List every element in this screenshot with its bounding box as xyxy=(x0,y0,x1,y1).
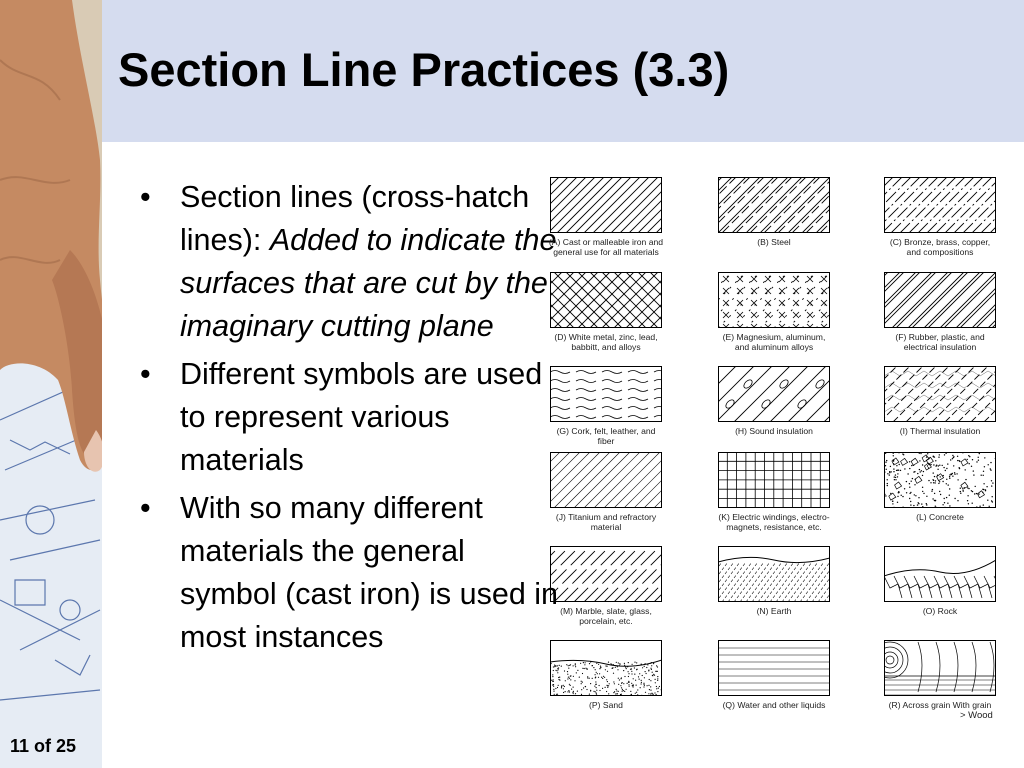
material-symbol-diag: (A) Cast or malleable iron and general u… xyxy=(548,177,664,257)
bullet-item: • Section lines (cross-hatch lines): Add… xyxy=(140,176,560,348)
hatch-pattern-swatch xyxy=(550,640,662,696)
hatch-pattern-swatch xyxy=(718,640,830,696)
wood-label: > Wood xyxy=(960,710,993,721)
bullet-item: • Different symbols are used to represen… xyxy=(140,353,560,482)
material-label: (A) Cast or malleable iron and general u… xyxy=(548,237,664,257)
hatch-pattern-swatch xyxy=(550,272,662,328)
material-symbol-diag-dashed: (C) Bronze, brass, copper, and compositi… xyxy=(882,177,998,257)
bullet-icon: • xyxy=(140,491,151,525)
slide-title: Section Line Practices (3.3) xyxy=(118,43,730,96)
material-label: (L) Concrete xyxy=(916,512,964,522)
bullet-icon: • xyxy=(140,180,151,214)
material-label: (G) Cork, felt, leather, and fiber xyxy=(556,426,656,446)
hatch-pattern-swatch xyxy=(884,640,996,696)
hatch-pattern-swatch xyxy=(718,366,830,422)
material-label: (K) Electric windings, electro-magnets, … xyxy=(718,512,830,532)
material-symbol-water: (Q) Water and other liquids xyxy=(716,640,832,710)
material-symbol-zigzag: (I) Thermal insulation xyxy=(882,366,998,436)
section-line-symbols-figure: (A) Cast or malleable iron and general u… xyxy=(548,172,1008,732)
material-symbol-diag-alt: (J) Titanium and refractory material xyxy=(548,452,664,532)
material-symbol-diag-dashed-light: (M) Marble, slate, glass, porcelain, etc… xyxy=(548,546,664,626)
material-symbol-diag-pairs-wide: (F) Rubber, plastic, and electrical insu… xyxy=(882,272,998,352)
material-label: (E) Magnesium, aluminum, and aluminum al… xyxy=(722,332,826,352)
bullet-text: Section lines (cross-hatch lines): xyxy=(180,180,530,257)
bullet-text: With so many different materials the gen… xyxy=(180,491,558,654)
page-number: 11 of 25 xyxy=(10,736,77,756)
material-label: (I) Thermal insulation xyxy=(899,426,981,436)
hatch-pattern-swatch xyxy=(718,546,830,602)
hatch-pattern-swatch xyxy=(718,272,830,328)
hatch-pattern-swatch xyxy=(718,177,830,233)
material-label: (M) Marble, slate, glass, porcelain, etc… xyxy=(560,606,652,626)
hatch-pattern-swatch xyxy=(884,546,996,602)
material-label: (O) Rock xyxy=(922,606,958,616)
hatch-pattern-swatch xyxy=(884,272,996,328)
bullet-item: • With so many different materials the g… xyxy=(140,487,560,659)
bullet-text: Different symbols are used to represent … xyxy=(180,357,543,477)
bullet-list: • Section lines (cross-hatch lines): Add… xyxy=(140,176,560,664)
hatch-pattern-swatch xyxy=(718,452,830,508)
material-label: (H) Sound insulation xyxy=(735,426,813,436)
material-label: (Q) Water and other liquids xyxy=(722,700,826,710)
material-symbol-earth: (N) Earth xyxy=(716,546,832,616)
hatch-pattern-swatch xyxy=(884,452,996,508)
hatch-pattern-swatch xyxy=(884,366,996,422)
material-symbol-wood: (R) Across grain With grain xyxy=(882,640,998,710)
material-symbol-crosshatch: (D) White metal, zinc, lead, babbitt, an… xyxy=(548,272,664,352)
material-label: (C) Bronze, brass, copper, and compositi… xyxy=(889,237,991,257)
material-symbol-rock: (O) Rock xyxy=(882,546,998,616)
title-band xyxy=(102,0,1024,142)
hand-blueprint-photo xyxy=(0,0,102,768)
bullet-icon: • xyxy=(140,357,151,391)
hatch-pattern-swatch xyxy=(550,546,662,602)
material-symbol-x-marks: (E) Magnesium, aluminum, and aluminum al… xyxy=(716,272,832,352)
material-symbol-concrete: (L) Concrete xyxy=(882,452,998,522)
material-label: (R) Across grain With grain xyxy=(888,700,992,710)
material-label: (D) White metal, zinc, lead, babbitt, an… xyxy=(554,332,658,352)
material-symbol-diag-ovals: (H) Sound insulation xyxy=(716,366,832,436)
material-symbol-grid: (K) Electric windings, electro-magnets, … xyxy=(716,452,832,532)
material-label: (B) Steel xyxy=(757,237,791,247)
hatch-pattern-swatch xyxy=(550,177,662,233)
material-label: (J) Titanium and refractory material xyxy=(555,512,657,532)
material-label: (N) Earth xyxy=(756,606,792,616)
hatch-pattern-swatch xyxy=(884,177,996,233)
material-symbol-wavy-dash: (G) Cork, felt, leather, and fiber xyxy=(548,366,664,446)
hatch-pattern-swatch xyxy=(550,366,662,422)
hatch-pattern-swatch xyxy=(550,452,662,508)
bullet-italic-text: Added to indicate the surfaces that are … xyxy=(180,223,557,343)
material-symbol-diag-pairs: (B) Steel xyxy=(716,177,832,247)
material-label: (F) Rubber, plastic, and electrical insu… xyxy=(895,332,985,352)
material-label: (P) Sand xyxy=(589,700,623,710)
material-symbol-sand: (P) Sand xyxy=(548,640,664,710)
